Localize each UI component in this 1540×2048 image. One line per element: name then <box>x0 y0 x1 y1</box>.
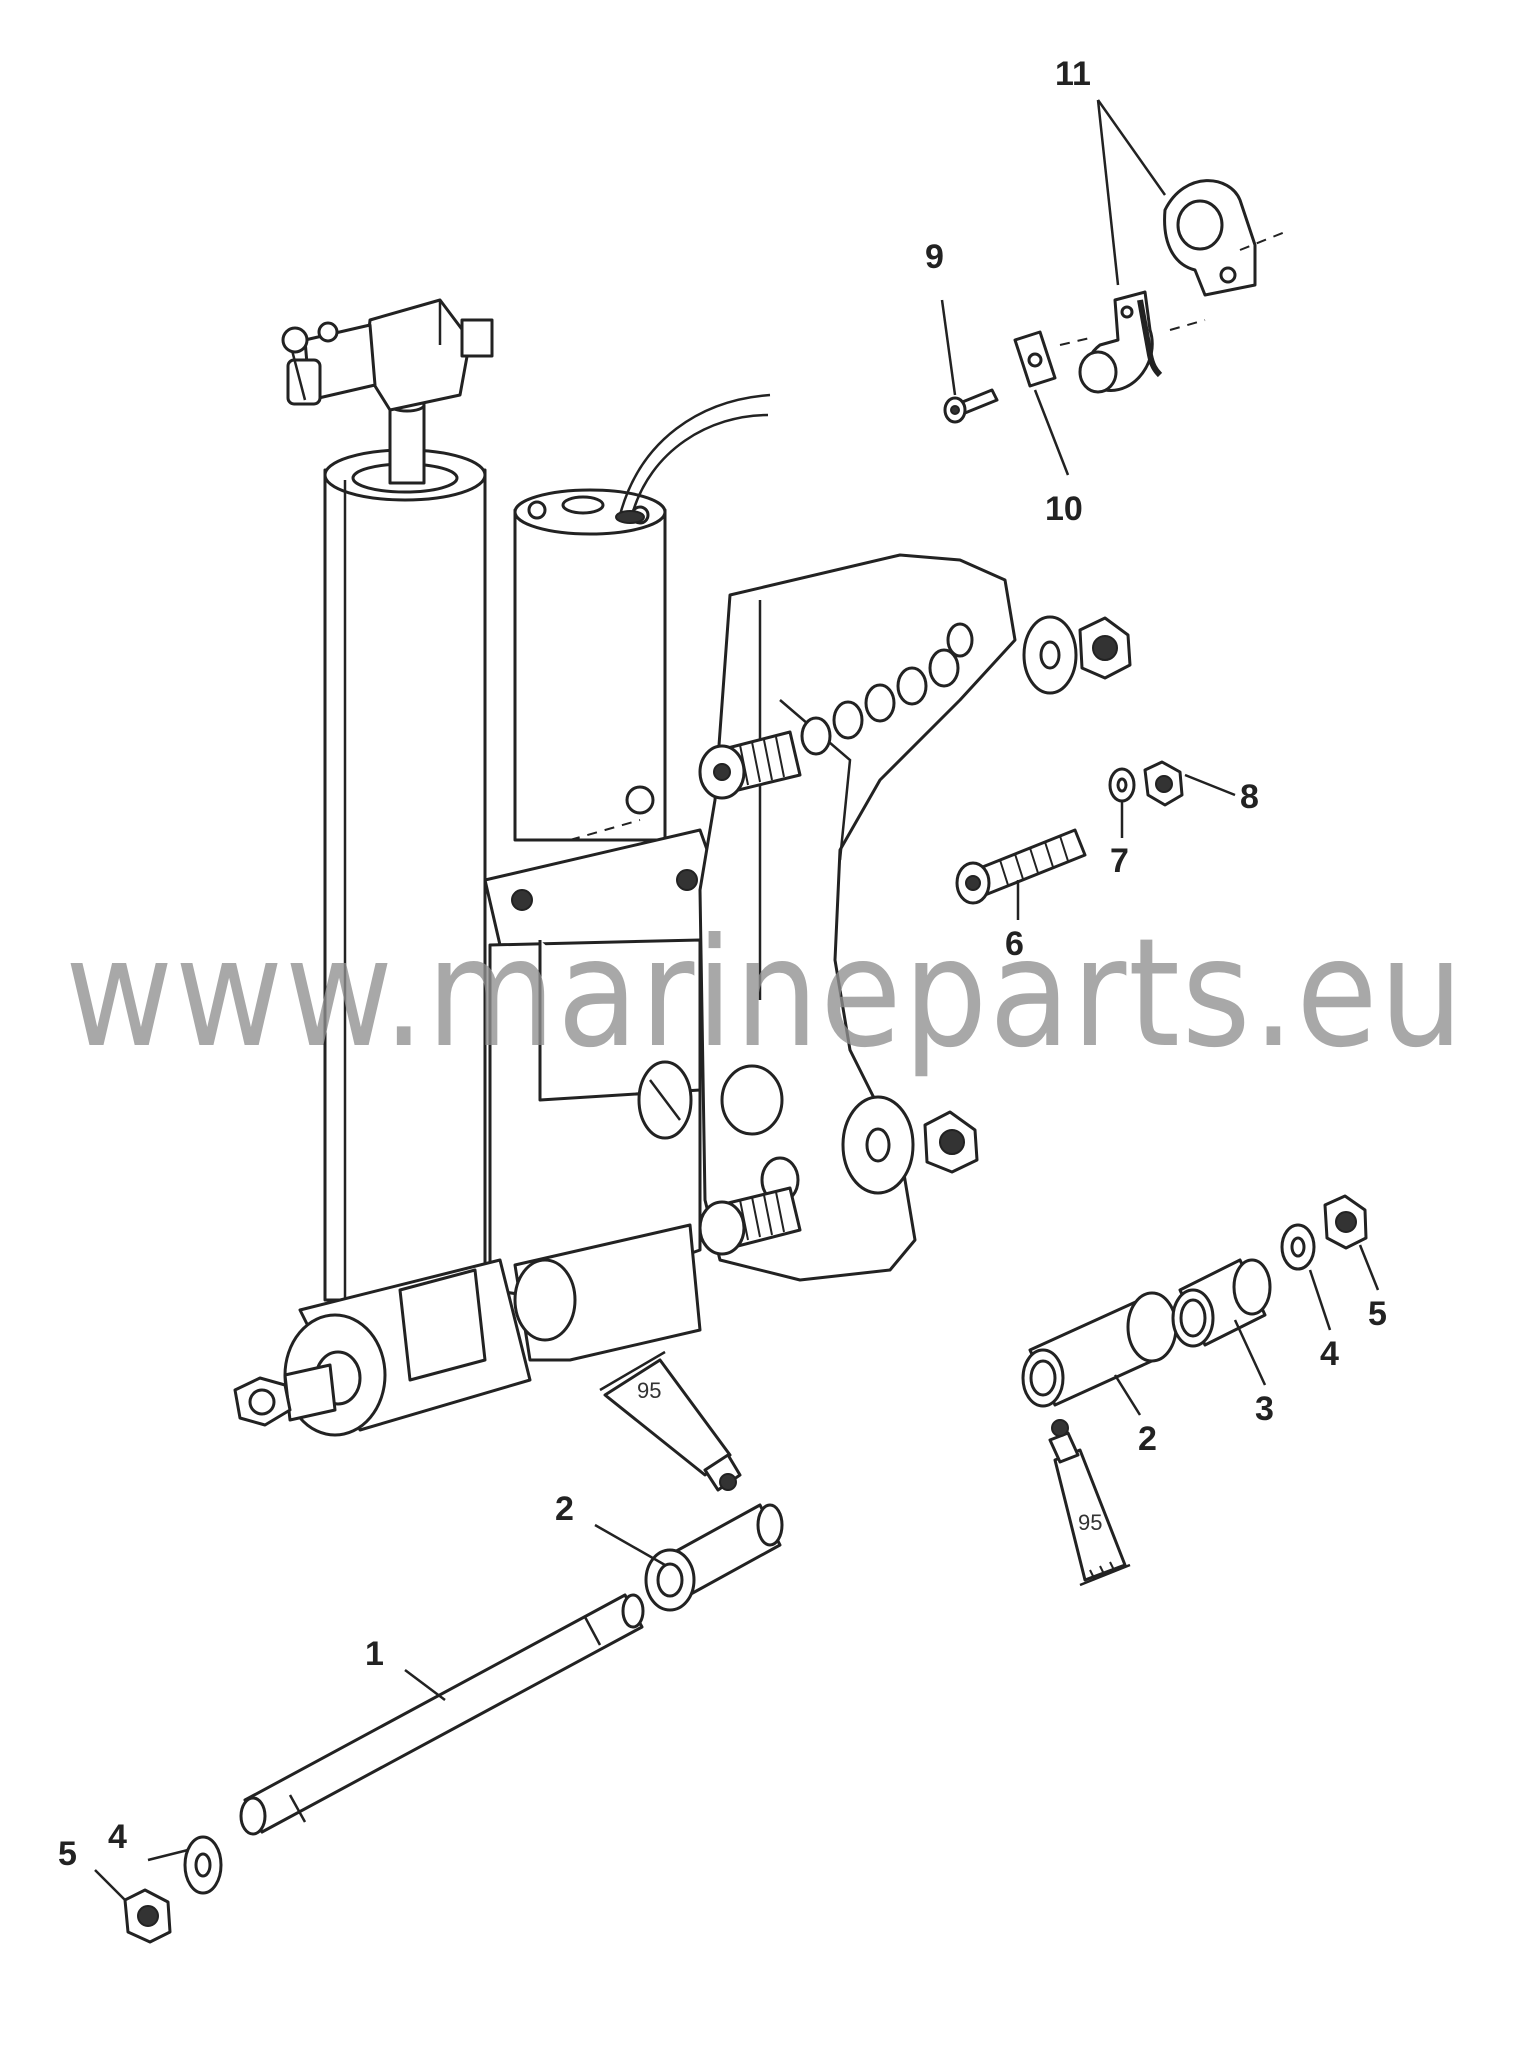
callout-4-left: 4 <box>108 1818 127 1856</box>
lubricant-tube-lower: 95 <box>1048 1419 1131 1587</box>
callout-1: 1 <box>365 1635 384 1673</box>
part-10-plate <box>1013 330 1057 388</box>
lubricant-tube-lower-label: 95 <box>1078 1510 1102 1535</box>
callout-9: 9 <box>925 238 944 276</box>
part-5-nut-left <box>123 1888 172 1944</box>
trim-motor <box>513 393 771 842</box>
part-6-bolt <box>955 828 1087 905</box>
leader-lines <box>94 99 1380 1901</box>
cylinder-lower-eye <box>233 1223 702 1437</box>
callout-2-right: 2 <box>1138 1420 1157 1458</box>
callouts: 1 2 2 3 4 5 4 5 6 7 8 9 10 11 <box>58 55 1387 1873</box>
callout-5-left: 5 <box>58 1835 77 1873</box>
lubricant-tube-upper-label: 95 <box>637 1378 661 1403</box>
callout-3: 3 <box>1255 1390 1274 1428</box>
callout-8: 8 <box>1240 778 1259 816</box>
callout-2-lower: 2 <box>555 1490 574 1528</box>
valve-fitting <box>281 298 494 412</box>
pump-manifold <box>483 828 727 1302</box>
part-3-sleeve <box>1171 1258 1272 1348</box>
part-5-nut-right <box>1323 1194 1368 1250</box>
bracket-hardware <box>841 615 1132 1195</box>
lubricant-tube-upper: 95 <box>599 1350 742 1492</box>
callout-5-right: 5 <box>1368 1295 1387 1333</box>
callout-11: 11 <box>1055 55 1091 93</box>
callout-7: 7 <box>1110 842 1129 880</box>
part-8-nut <box>1143 760 1184 807</box>
part-9-screw <box>943 388 999 424</box>
callout-4-right: 4 <box>1320 1335 1339 1373</box>
part-2-bushing-right <box>1021 1291 1178 1408</box>
part-7-washer <box>1108 767 1136 803</box>
bracket-bolts <box>698 730 802 1256</box>
tilt-cylinder <box>323 397 487 1302</box>
part-4-washer-right <box>1280 1223 1316 1271</box>
part-11-clamps <box>1059 179 1291 394</box>
callout-6: 6 <box>1005 925 1024 963</box>
part-2-bushing-lower <box>644 1503 784 1612</box>
watermark-text: www.marineparts.eu <box>65 907 1465 1081</box>
part-1-pin <box>239 1593 645 1836</box>
part-4-washer-left <box>183 1835 223 1895</box>
callout-10: 10 <box>1045 490 1083 528</box>
